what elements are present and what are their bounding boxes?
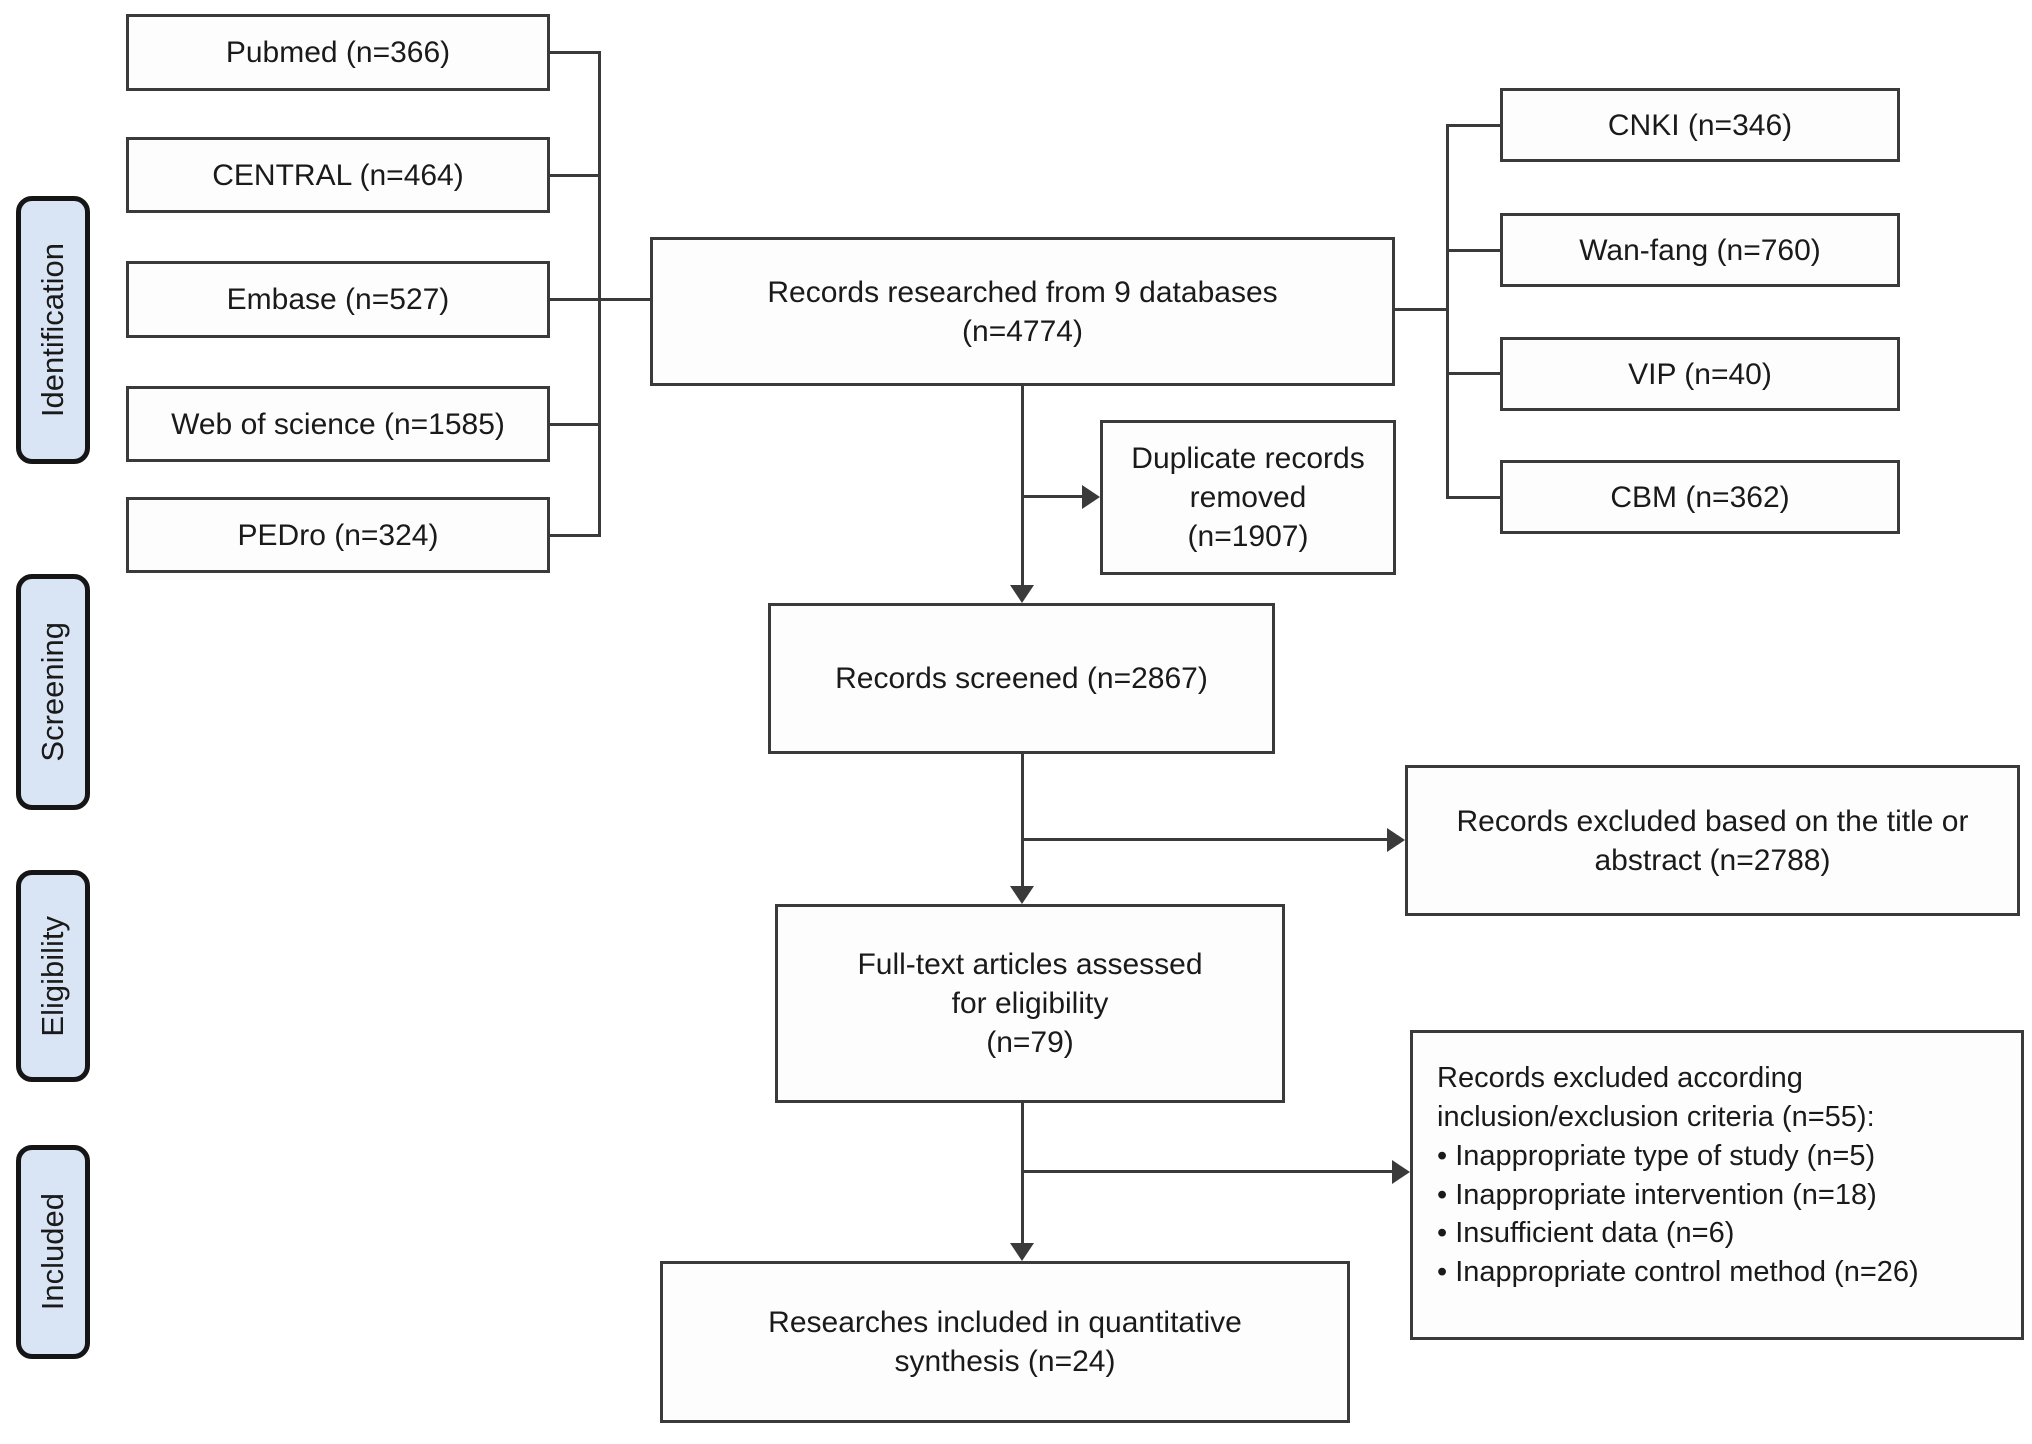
- connector-stub-cnki: [1449, 124, 1500, 127]
- text-line: inclusion/exclusion criteria (n=55):: [1437, 1100, 1875, 1133]
- stage-screening-label: Screening: [35, 622, 70, 762]
- box-records-screened: Records screened (n=2867): [768, 603, 1275, 754]
- text-line: • Inappropriate control method (n=26): [1437, 1256, 1919, 1289]
- connector-stub-wanfang: [1449, 249, 1500, 252]
- text-line: removed: [1189, 481, 1307, 514]
- stage-identification-label: Identification: [35, 242, 70, 418]
- connector-stub-cbm: [1449, 496, 1500, 499]
- text-line: Records excluded based on the title or: [1456, 804, 1969, 838]
- connector-stub-vip: [1449, 372, 1500, 375]
- text-line: abstract (n=2788): [1594, 843, 1831, 877]
- text-line: (n=79): [986, 1026, 1074, 1059]
- arrowhead-right-title-abstract: [1387, 828, 1405, 852]
- box-duplicates-removed: Duplicate records removed (n=1907): [1100, 420, 1396, 575]
- box-fulltext-assessed: Full-text articles assessed for eligibil…: [775, 904, 1285, 1103]
- box-cnki: CNKI (n=346): [1500, 88, 1900, 162]
- text-line: synthesis (n=24): [894, 1345, 1116, 1378]
- box-web-of-science: Web of science (n=1585): [126, 386, 550, 462]
- arrow-fulltext-to-included: [1021, 1103, 1024, 1245]
- connector-left-trunk: [598, 51, 601, 537]
- arrowhead-right-duplicates: [1082, 485, 1100, 509]
- connector-stub-pedro: [550, 534, 600, 537]
- text-line: Pubmed (n=366): [225, 36, 451, 69]
- connector-right-trunk: [1446, 124, 1449, 499]
- box-vip: VIP (n=40): [1500, 337, 1900, 411]
- stage-eligibility-label: Eligibility: [35, 915, 70, 1037]
- box-cbm: CBM (n=362): [1500, 460, 1900, 534]
- text-line: CBM (n=362): [1610, 480, 1790, 514]
- text-line: Web of science (n=1585): [171, 407, 505, 441]
- box-embase: Embase (n=527): [126, 261, 550, 338]
- text-line: Records excluded according: [1437, 1062, 1803, 1094]
- connector-stub-pubmed: [550, 51, 600, 54]
- stage-included-label: Included: [35, 1193, 70, 1311]
- box-excluded-title-abstract: Records excluded based on the title or a…: [1405, 765, 2020, 916]
- box-records-researched: Records researched from 9 databases (n=4…: [650, 237, 1395, 386]
- text-line: PEDro (n=324): [237, 518, 439, 552]
- text-line: • Insufficient data (n=6): [1437, 1217, 1735, 1250]
- stage-included: Included: [16, 1145, 90, 1359]
- text-line: Records screened (n=2867): [835, 662, 1208, 695]
- text-line: Duplicate records: [1131, 442, 1365, 475]
- text-line: Full-text articles assessed: [857, 948, 1203, 981]
- text-line: (n=4774): [962, 314, 1083, 348]
- connector-right-main: [1395, 308, 1449, 311]
- arrowhead-down-included: [1010, 1243, 1034, 1261]
- text-line: • Inappropriate type of study (n=5): [1437, 1139, 1876, 1172]
- text-line: for eligibility: [951, 987, 1109, 1020]
- text-line: CNKI (n=346): [1607, 108, 1793, 142]
- text-line: Wan-fang (n=760): [1579, 233, 1821, 267]
- box-wanfang: Wan-fang (n=760): [1500, 213, 1900, 287]
- arrowhead-down-fulltext: [1010, 886, 1034, 904]
- stage-eligibility: Eligibility: [16, 870, 90, 1082]
- text-line: CENTRAL (n=464): [212, 158, 464, 192]
- arrow-branch-criteria: [1021, 1170, 1393, 1173]
- text-line: Records researched from 9 databases: [767, 275, 1278, 309]
- arrow-screened-to-fulltext: [1021, 754, 1024, 888]
- box-pubmed: Pubmed (n=366): [126, 14, 550, 91]
- connector-stub-central: [550, 174, 600, 177]
- arrow-branch-duplicates: [1021, 495, 1083, 498]
- box-excluded-criteria: Records excluded according inclusion/exc…: [1410, 1030, 2024, 1340]
- text-line: Embase (n=527): [226, 283, 450, 316]
- box-included-quantitative: Researches included in quantitative synt…: [660, 1261, 1350, 1423]
- arrowhead-right-criteria: [1392, 1160, 1410, 1184]
- text-line: Researches included in quantitative: [768, 1306, 1242, 1339]
- text-line: (n=1907): [1187, 520, 1309, 553]
- stage-identification: Identification: [16, 196, 90, 464]
- connector-stub-web-of-science: [550, 423, 600, 426]
- text-line: VIP (n=40): [1628, 357, 1772, 391]
- arrow-researched-to-screened: [1021, 386, 1024, 587]
- stage-screening: Screening: [16, 574, 90, 810]
- box-central: CENTRAL (n=464): [126, 137, 550, 213]
- box-pedro: PEDro (n=324): [126, 497, 550, 573]
- text-line: • Inappropriate intervention (n=18): [1437, 1178, 1877, 1211]
- arrow-branch-title-abstract: [1021, 838, 1389, 841]
- arrowhead-down-screened: [1010, 585, 1034, 603]
